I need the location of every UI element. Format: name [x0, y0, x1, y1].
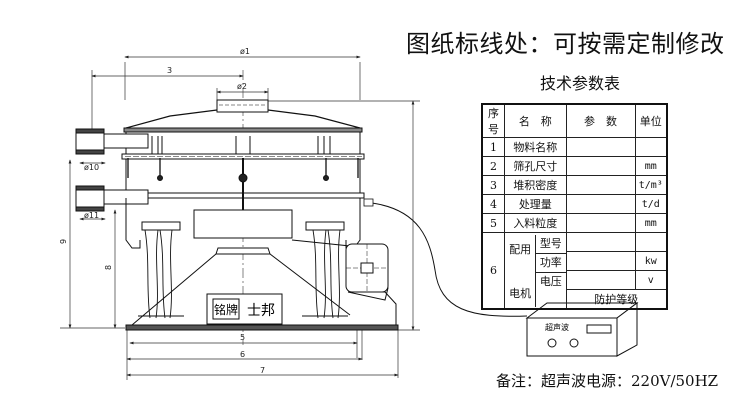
row-name: 堆积密度 [504, 175, 567, 195]
page-title: 图纸标线处：可按需定制修改 [406, 30, 725, 58]
motor-group-label-bottom: 电机 [509, 286, 532, 300]
table-row: kw [482, 251, 668, 271]
table-row: v [482, 270, 668, 290]
row-unit: kw [634, 251, 668, 271]
row-no: 4 [481, 194, 506, 214]
dim-9: 9 [59, 239, 68, 244]
control-box-label: 超声波 [545, 322, 569, 332]
dim-3: 3 [167, 66, 172, 75]
dim-6: 6 [240, 350, 245, 359]
row-unit: mm [634, 213, 668, 233]
sieve-machine [75, 99, 399, 331]
table-row: 3 堆积密度 t/m³ [481, 175, 668, 195]
row-value [565, 251, 636, 271]
row-value [565, 194, 636, 214]
ultrasonic-cable [371, 202, 528, 317]
nameplate-brand: 士邦 [247, 303, 275, 319]
table-row: 2 筛孔尺寸 mm [481, 156, 668, 176]
ultrasonic-control-box [525, 302, 639, 357]
header-unit: 单位 [634, 103, 668, 138]
technical-parameters-table: 序号 名 称 参 数 单位 1 物料名称 2 筛孔尺寸 mm 3 堆积密度 t/… [481, 103, 668, 310]
row-name: 入料粒度 [504, 213, 567, 233]
header-value: 参 数 [565, 103, 636, 138]
protection-level-label: 防护等级 [565, 289, 668, 310]
row-value [565, 213, 636, 233]
row-unit [634, 137, 668, 157]
dim-diameter-2: ø2 [237, 82, 247, 91]
header-no: 序号 [481, 103, 506, 138]
row-value [565, 156, 636, 176]
row-name: 处理量 [504, 194, 567, 214]
row-value [565, 137, 636, 157]
row-unit: t/m³ [634, 175, 668, 195]
row-unit: mm [634, 156, 668, 176]
nameplate: 铭牌 士邦 [206, 293, 283, 325]
dim-diameter-1: ø1 [240, 47, 250, 56]
row-name: 物料名称 [504, 137, 567, 157]
dim-8: 8 [104, 265, 113, 270]
table-title: 技术参数表 [540, 74, 621, 93]
dim-7: 7 [260, 366, 265, 375]
row-no: 5 [481, 213, 506, 233]
footer-note: 备注：超声波电源：220V/50HZ [496, 372, 719, 390]
row-value [565, 175, 636, 195]
row-name: 筛孔尺寸 [504, 156, 567, 176]
motor-group-cell: 配用 电机 型号 功率 电压 [504, 232, 567, 310]
header-name: 名 称 [504, 103, 567, 138]
row-unit: t/d [634, 194, 668, 214]
row-no: 6 [481, 232, 506, 310]
table-row: 5 入料粒度 mm [481, 213, 668, 233]
table-row: 防护等级 [482, 289, 668, 310]
dim-diameter-11: ø11 [84, 211, 99, 220]
table-row-motor: 6 配用 电机 型号 功率 电压 [481, 232, 668, 310]
motor-subrow-name: 电压 [539, 274, 562, 288]
motor-group-label-top: 配用 [509, 242, 532, 256]
row-unit: v [634, 270, 668, 290]
table-row: 4 处理量 t/d [481, 194, 668, 214]
row-value [565, 270, 636, 290]
row-unit [634, 232, 668, 252]
row-no: 1 [481, 137, 506, 157]
table-header-row: 序号 名 称 参 数 单位 [481, 103, 668, 138]
dim-diameter-10: ø10 [84, 163, 99, 172]
table-row: 1 物料名称 [481, 137, 668, 157]
dim-5: 5 [240, 333, 245, 342]
row-no: 3 [481, 175, 506, 195]
row-no: 2 [481, 156, 506, 176]
motor-subrow-name: 功率 [536, 254, 566, 273]
row-value [565, 232, 636, 252]
nameplate-label: 铭牌 [214, 302, 238, 317]
dimension-lines [60, 55, 420, 380]
motor-subrow-name: 型号 [536, 235, 566, 254]
